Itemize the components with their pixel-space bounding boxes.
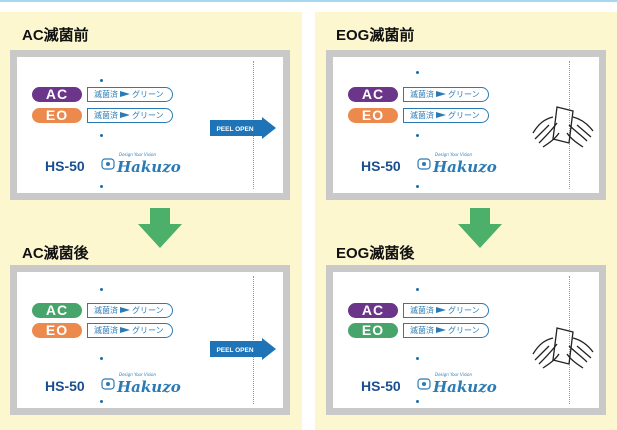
triangle-icon bbox=[120, 91, 130, 97]
ac-indicator: AC bbox=[348, 87, 398, 102]
eo-indicator: EO bbox=[32, 323, 82, 338]
triangle-icon bbox=[120, 307, 130, 313]
model-number: HS-50 bbox=[45, 158, 85, 174]
section-title-eog-after: EOG滅菌後 bbox=[336, 245, 415, 262]
marker-dot bbox=[100, 185, 103, 188]
marker-dot bbox=[100, 79, 103, 82]
ac-indicator: AC bbox=[32, 303, 82, 318]
model-number: HS-50 bbox=[361, 378, 401, 394]
model-number: HS-50 bbox=[45, 378, 85, 394]
pouch-card-ac-after: AC 滅菌済グリーン EO 滅菌済グリーン HS-50 Design Your … bbox=[10, 265, 290, 415]
marker-dot bbox=[416, 71, 419, 74]
marker-dot bbox=[416, 185, 419, 188]
hakuzo-logo: Design Your Vision Hakuzo bbox=[417, 372, 497, 398]
top-rule bbox=[0, 0, 617, 2]
hakuzo-logo: Design Your Vision Hakuzo bbox=[101, 152, 181, 178]
indicator-label: 滅菌済グリーン bbox=[403, 303, 489, 318]
brand-mark-icon bbox=[101, 378, 115, 390]
peel-open-arrow: PEEL OPEN bbox=[210, 117, 276, 139]
hands-peeling-icon bbox=[532, 106, 594, 148]
pouch-card-eog-before: AC 滅菌済グリーン EO 滅菌済グリーン HS-50 Design Your … bbox=[326, 50, 606, 200]
hakuzo-logo: Design Your Vision Hakuzo bbox=[101, 372, 181, 398]
triangle-icon bbox=[436, 307, 446, 313]
eo-indicator: EO bbox=[348, 108, 398, 123]
marker-dot bbox=[100, 134, 103, 137]
indicator-label: 滅菌済グリーン bbox=[403, 87, 489, 102]
triangle-icon bbox=[436, 112, 446, 118]
brand-mark-icon bbox=[101, 158, 115, 170]
marker-dot bbox=[416, 357, 419, 360]
triangle-icon bbox=[120, 327, 130, 333]
triangle-icon bbox=[120, 112, 130, 118]
indicator-label: 滅菌済グリーン bbox=[87, 303, 173, 318]
brand-mark-icon bbox=[417, 158, 431, 170]
marker-dot bbox=[100, 357, 103, 360]
perforation-line bbox=[569, 276, 570, 404]
marker-dot bbox=[416, 134, 419, 137]
marker-dot bbox=[100, 288, 103, 291]
triangle-icon bbox=[436, 327, 446, 333]
triangle-icon bbox=[436, 91, 446, 97]
indicator-label: 滅菌済グリーン bbox=[87, 108, 173, 123]
ac-indicator: AC bbox=[348, 303, 398, 318]
brand-mark-icon bbox=[417, 378, 431, 390]
peel-open-label: PEEL OPEN bbox=[216, 126, 253, 133]
indicator-label: 滅菌済グリーン bbox=[403, 108, 489, 123]
perforation-line bbox=[253, 276, 254, 404]
peel-open-label: PEEL OPEN bbox=[216, 347, 253, 354]
hakuzo-logo: Design Your Vision Hakuzo bbox=[417, 152, 497, 178]
section-title-ac-after: AC滅菌後 bbox=[22, 245, 89, 262]
indicator-label: 滅菌済グリーン bbox=[87, 323, 173, 338]
eo-indicator: EO bbox=[32, 108, 82, 123]
down-arrow-icon bbox=[458, 208, 502, 248]
hands-peeling-icon bbox=[532, 327, 594, 369]
marker-dot bbox=[100, 400, 103, 403]
indicator-label: 滅菌済グリーン bbox=[403, 323, 489, 338]
ac-indicator: AC bbox=[32, 87, 82, 102]
eo-indicator: EO bbox=[348, 323, 398, 338]
down-arrow-icon bbox=[138, 208, 182, 248]
model-number: HS-50 bbox=[361, 158, 401, 174]
indicator-label: 滅菌済グリーン bbox=[87, 87, 173, 102]
peel-open-arrow: PEEL OPEN bbox=[210, 338, 276, 360]
pouch-card-eog-after: AC 滅菌済グリーン EO 滅菌済グリーン HS-50 Design Your … bbox=[326, 265, 606, 415]
pouch-card-ac-before: AC 滅菌済グリーン EO 滅菌済グリーン HS-50 Design Your … bbox=[10, 50, 290, 200]
section-title-ac-before: AC滅菌前 bbox=[22, 27, 89, 44]
section-title-eog-before: EOG滅菌前 bbox=[336, 27, 415, 44]
marker-dot bbox=[416, 400, 419, 403]
marker-dot bbox=[416, 288, 419, 291]
